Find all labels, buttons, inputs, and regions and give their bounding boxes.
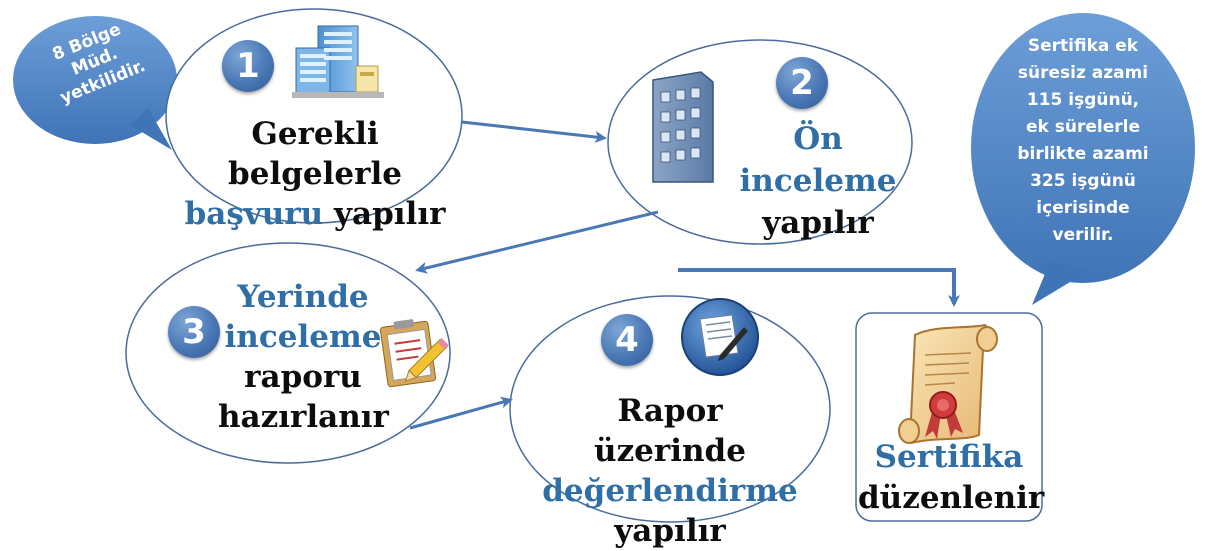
arrow-2-to-3: [415, 210, 659, 274]
step-4-line-3: yapılır: [614, 513, 726, 549]
step-3-line-4: hazırlanır: [218, 399, 389, 435]
step-3-text: Yerinde inceleme raporu hazırlanır: [218, 277, 389, 437]
step-1-text: Gerekli belgelerle başvuru yapılır: [170, 114, 460, 234]
step-4-highlight: değerlendirme: [542, 473, 798, 509]
office-buildings-icon: [292, 25, 384, 98]
step-3-highlight-2: inceleme: [224, 319, 382, 355]
arrow-1-to-2: [461, 120, 607, 143]
bubble-line: 325 işgünü: [1030, 171, 1136, 191]
step-4-number: 4: [601, 314, 653, 366]
certificate-scroll-icon: [898, 323, 998, 445]
step-1-line-2: başvuru yapılır: [170, 194, 460, 234]
arrow-to-certificate: [678, 268, 960, 307]
document-pen-icon: [681, 298, 759, 376]
step-3-line-3: raporu: [244, 359, 362, 395]
bubble-line: ek sürelerle: [1026, 117, 1140, 137]
certificate-highlight: Sertifika: [874, 439, 1024, 475]
certificate-line-2: düzenlenir: [858, 480, 1045, 516]
step-3-ellipse: [125, 242, 451, 464]
step-2-number: 2: [776, 57, 828, 109]
certificate-text: Sertifika düzenlenir: [858, 437, 1045, 519]
bubble-line: Sertifika ek: [1027, 36, 1139, 56]
left-speech-bubble: [13, 16, 177, 150]
bubble-line: verilir.: [1052, 225, 1114, 245]
right-bubble-text: Sertifika ek süresiz azami 115 işgünü, e…: [995, 33, 1171, 249]
step-2-line-2: yapılır: [762, 205, 874, 241]
arrow-3-to-4: [409, 396, 513, 430]
step-1-highlight: başvuru: [184, 196, 324, 232]
step-4-line-1: Rapor üzerinde: [594, 393, 746, 469]
step-3-highlight-1: Yerinde: [237, 279, 369, 315]
bubble-line: içerisinde: [1036, 198, 1130, 218]
step-1-line-2-rest: yapılır: [323, 196, 446, 232]
step-1-number: 1: [222, 40, 274, 92]
step-2-highlight: Ön inceleme: [739, 121, 897, 199]
step-1-line-1: Gerekli belgelerle: [228, 116, 402, 192]
bubble-line: süresiz azami: [1017, 63, 1149, 83]
step-3-number: 3: [168, 306, 220, 358]
right-speech-bubble: [971, 13, 1195, 305]
step-4-text: Rapor üzerinde değerlendirme yapılır: [538, 391, 802, 551]
clipboard-pencil-icon: [379, 319, 449, 388]
office-tower-icon: [652, 71, 714, 183]
bubble-line: 115 işgünü,: [1026, 90, 1140, 110]
step-2-text: Ön inceleme yapılır: [718, 118, 918, 244]
bubble-line: birlikte azami: [1017, 144, 1149, 164]
